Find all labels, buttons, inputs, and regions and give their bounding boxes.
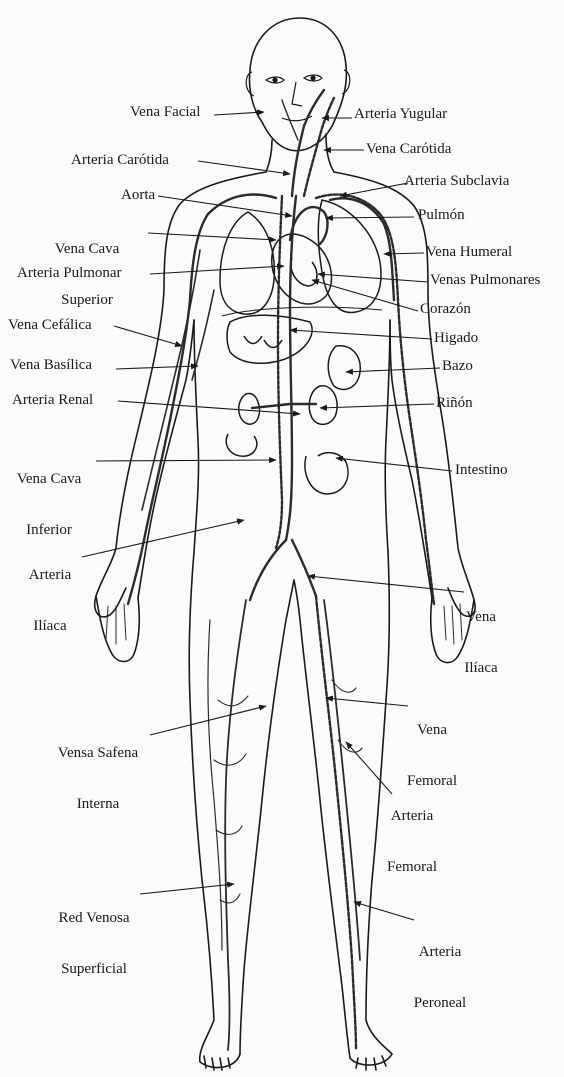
left-leg-inner xyxy=(240,580,294,1054)
liver-lobes xyxy=(244,336,282,348)
right-torso xyxy=(385,320,390,552)
leg-right-net xyxy=(332,680,362,752)
renal-artery xyxy=(252,404,316,408)
label-intestino: Intestino xyxy=(455,462,508,479)
humeral-vein-right xyxy=(330,198,394,300)
label-arteria-renal: Arteria Renal xyxy=(12,392,93,409)
label-arteria-yugular: Arteria Yugular xyxy=(354,106,447,123)
heart-inner xyxy=(291,258,317,286)
subclavia-left xyxy=(128,195,276,604)
label-vena-iliaca-line2: Ilíaca xyxy=(456,660,506,677)
intestine xyxy=(226,434,348,494)
nose xyxy=(292,82,302,106)
leader-arteria-subclavia xyxy=(340,183,408,196)
label-vena-cava-inferior-line1: Vena Cava xyxy=(4,471,94,488)
label-arteria-subclavia: Arteria Subclavia xyxy=(404,173,509,190)
spleen xyxy=(328,346,360,390)
label-arteria-carotida: Arteria Carótida xyxy=(71,152,169,169)
head-outline xyxy=(250,18,347,151)
iliac-left xyxy=(250,540,286,600)
label-venas-pulmonares: Venas Pulmonares xyxy=(430,272,540,289)
leader-corazon xyxy=(312,280,418,311)
aorta-trunk xyxy=(286,196,296,540)
label-vena-carotida: Vena Carótida xyxy=(366,141,451,158)
hand-left-vessels xyxy=(106,604,126,644)
leader-arteria-iliaca xyxy=(82,520,244,557)
kidney-left xyxy=(239,393,260,424)
label-arteria-iliaca: Arteria Ilíaca xyxy=(18,533,82,669)
label-vena-humeral: Vena Humeral xyxy=(426,244,512,261)
label-vena-iliaca-line1: Vena xyxy=(456,609,506,626)
label-vena-femoral-line1: Vena xyxy=(396,722,468,739)
organs xyxy=(220,200,382,494)
label-vensa-safena-line1: Vensa Safena xyxy=(46,745,150,762)
leader-arteria-renal xyxy=(118,401,300,414)
label-red-venosa-superficial: Red Venosa Superficial xyxy=(44,876,144,1012)
label-bazo: Bazo xyxy=(442,358,473,375)
face xyxy=(246,70,350,121)
label-pulmon: Pulmón xyxy=(418,207,465,224)
label-arteria-femoral-line1: Arteria xyxy=(376,808,448,825)
facial-vein xyxy=(282,100,298,140)
lung-left xyxy=(220,212,274,314)
label-vensa-safena-line2: Interna xyxy=(46,796,150,813)
leader-vena-basilica xyxy=(116,366,198,369)
label-arteria-femoral: Arteria Femoral xyxy=(376,774,448,910)
left-torso xyxy=(194,320,199,552)
label-red-venosa-line2: Superficial xyxy=(44,961,144,978)
liver xyxy=(227,315,312,363)
neck-left xyxy=(266,140,272,172)
leader-vena-cava-inferior xyxy=(96,460,276,461)
label-vena-cefalica: Vena Cefálica xyxy=(8,317,92,334)
leader-vena-iliaca xyxy=(308,576,464,592)
leader-arteria-pulmonar xyxy=(150,266,284,274)
label-vena-basilica: Vena Basílica xyxy=(10,357,92,374)
label-arteria-peroneal-line1: Arteria xyxy=(400,944,480,961)
label-red-venosa-line1: Red Venosa xyxy=(44,910,144,927)
femoral-vein-right xyxy=(324,600,360,960)
leader-intestino xyxy=(336,458,452,471)
label-vena-cava-superior-line2: Superior xyxy=(28,292,146,309)
label-aorta: Aorta xyxy=(121,187,155,204)
label-arteria-iliaca-line1: Arteria xyxy=(18,567,82,584)
neck-right xyxy=(326,134,334,172)
leader-pulmon xyxy=(326,217,414,218)
label-vena-facial: Vena Facial xyxy=(130,104,200,121)
right-inner-arm xyxy=(390,320,432,598)
label-rinon: Riñón xyxy=(436,395,473,412)
label-arteria-iliaca-line2: Ilíaca xyxy=(18,618,82,635)
label-higado: Higado xyxy=(434,330,478,347)
label-corazon: Corazón xyxy=(420,301,471,318)
leader-arteria-carotida xyxy=(198,161,290,174)
label-arteria-peroneal: Arteria Peroneal xyxy=(400,910,480,1046)
leader-venas-pulmonares xyxy=(318,274,428,282)
label-arteria-pulmonar: Arteria Pulmonar xyxy=(17,265,122,282)
left-inner-arm xyxy=(138,320,194,598)
label-arteria-femoral-line2: Femoral xyxy=(376,859,448,876)
label-vena-cava-superior-line1: Vena Cava xyxy=(28,241,146,258)
subclavia-right xyxy=(316,195,434,604)
vena-cava-trunk xyxy=(276,196,282,548)
label-vensa-safena-interna: Vensa Safena Interna xyxy=(46,711,150,847)
label-arteria-peroneal-line2: Peroneal xyxy=(400,995,480,1012)
